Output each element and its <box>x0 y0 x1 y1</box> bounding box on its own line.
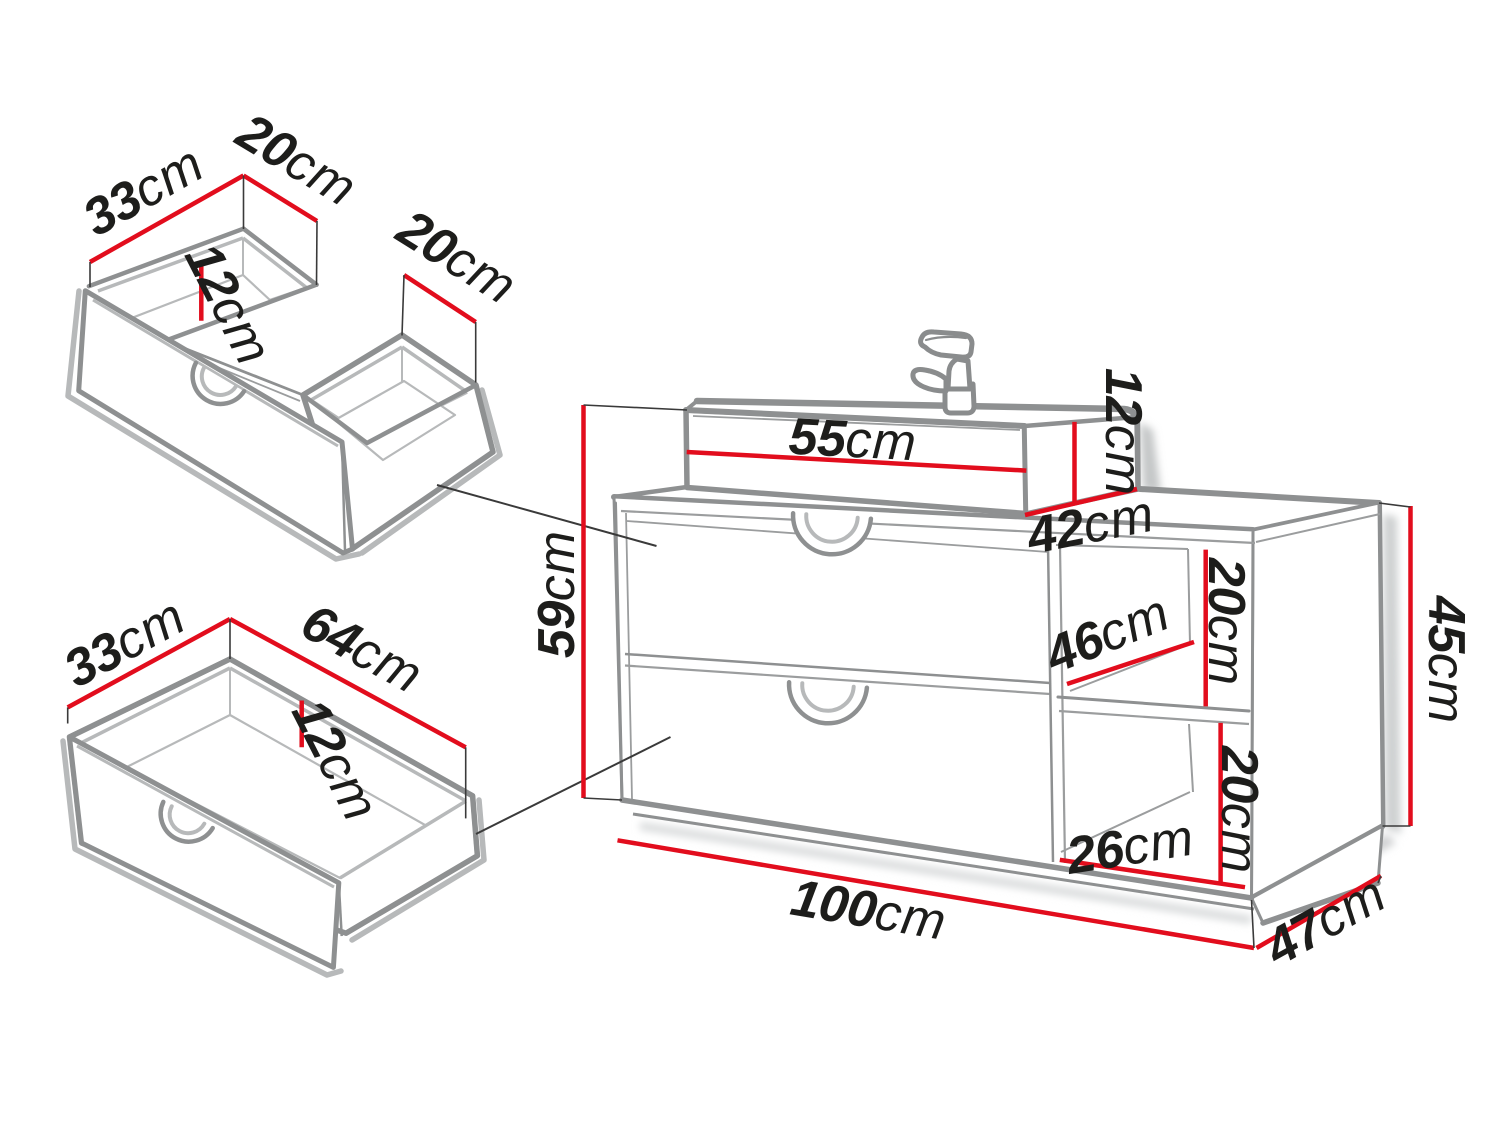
svg-text:100cm: 100cm <box>787 869 951 952</box>
svg-text:42cm: 42cm <box>1021 485 1159 567</box>
svg-text:20cm: 20cm <box>1197 557 1255 686</box>
svg-text:55cm: 55cm <box>787 408 918 473</box>
svg-text:45cm: 45cm <box>1417 595 1475 724</box>
svg-text:20cm: 20cm <box>1210 745 1268 874</box>
svg-text:12cm: 12cm <box>1094 368 1152 496</box>
svg-text:59cm: 59cm <box>528 530 586 658</box>
svg-text:26cm: 26cm <box>1062 809 1199 886</box>
